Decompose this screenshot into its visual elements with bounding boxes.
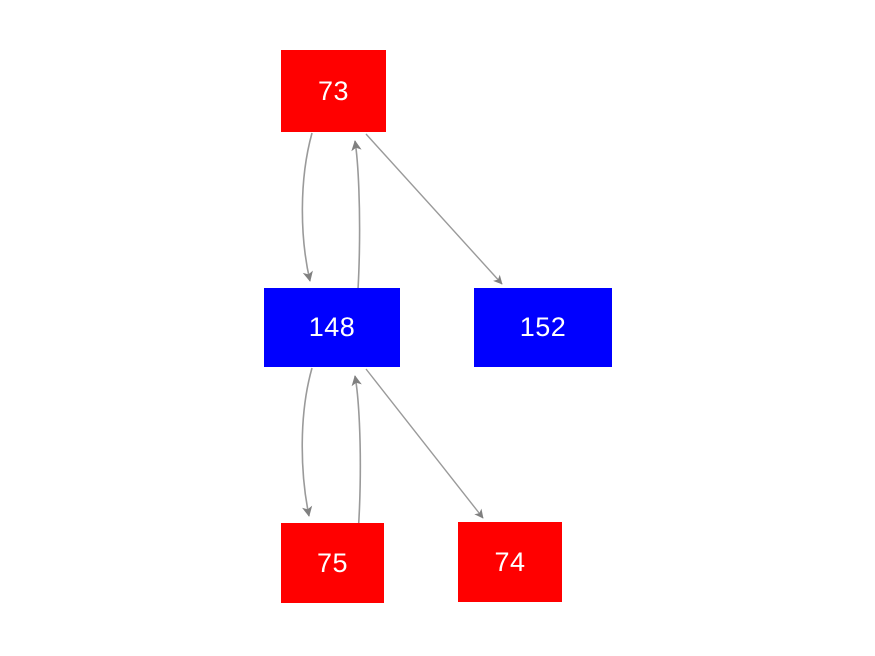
graph-node-label: 148 [308, 312, 356, 342]
graph-node-label: 152 [519, 312, 567, 342]
graph-node-152[interactable]: 152 [474, 288, 612, 367]
edge-148-to-75 [301, 367, 313, 517]
graph-node-74[interactable]: 74 [458, 522, 562, 602]
graph-node-label: 74 [494, 546, 526, 577]
graph-node-148[interactable]: 148 [264, 288, 400, 367]
graph-node-label: 75 [316, 547, 349, 578]
edge-148-to-74 [365, 368, 484, 519]
edge-73-to-152 [365, 133, 503, 285]
graph-node-label: 73 [317, 75, 350, 106]
graph-node-75[interactable]: 75 [281, 523, 384, 603]
edge-73-to-148 [301, 132, 313, 282]
graph-node-73[interactable]: 73 [281, 50, 386, 132]
